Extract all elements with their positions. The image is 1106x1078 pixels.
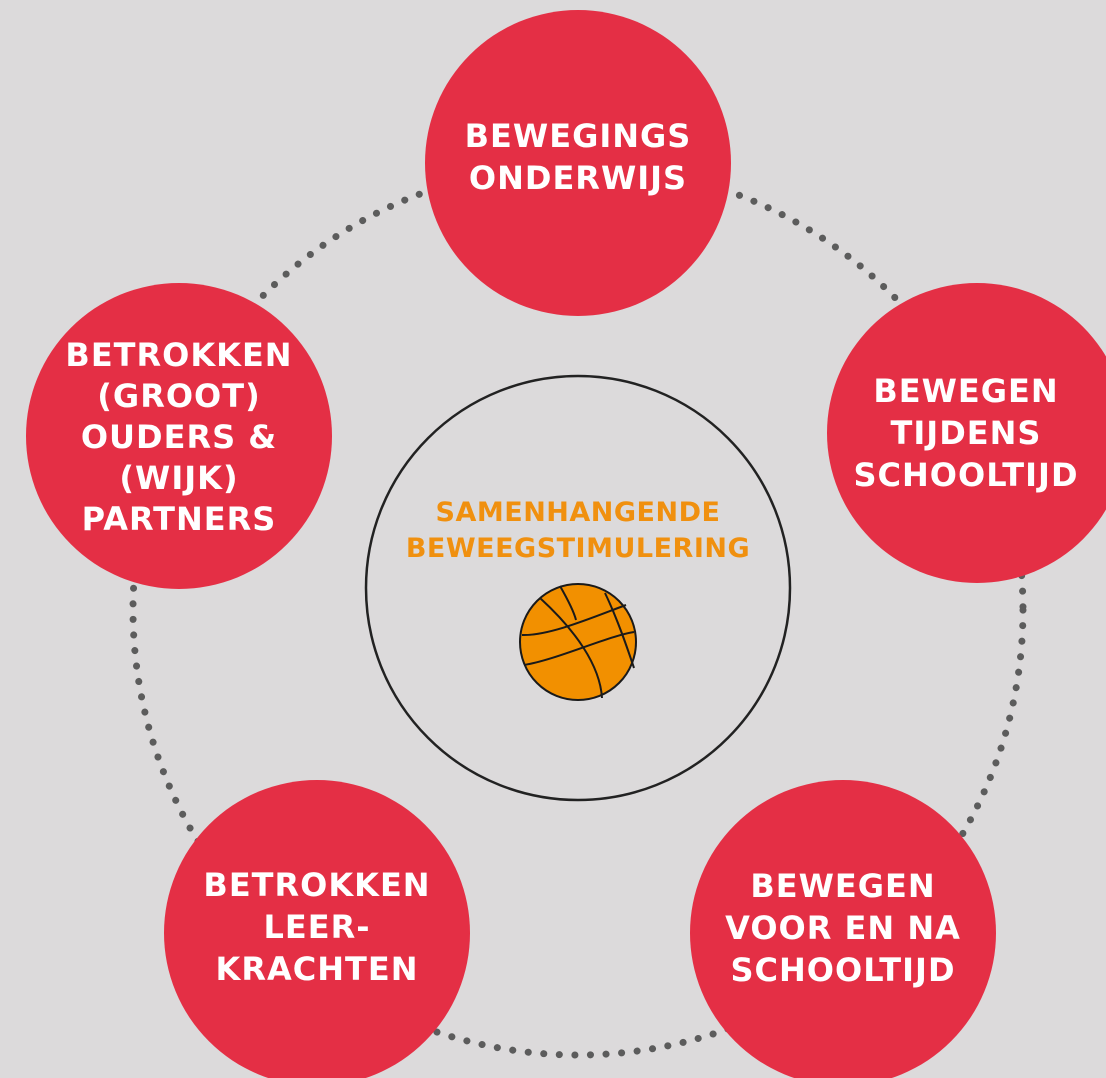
node-label: BEWEGEN TIJDENS SCHOOLTIJD (853, 372, 1079, 494)
center-title: SAMENHANGENDE BEWEEGSTIMULERING (405, 497, 751, 564)
node-bewegingsonderwijs: BEWEGINGS ONDERWIJS (425, 10, 731, 316)
node-betrokken-leerkrachten: BETROKKEN LEER- KRACHTEN (164, 780, 470, 1078)
node-bewegen-tijdens-schooltijd: BEWEGEN TIJDENS SCHOOLTIJD (827, 283, 1106, 583)
node-label: BETROKKEN LEER- KRACHTEN (203, 866, 431, 988)
node-betrokken-ouders-partners: BETROKKEN (GROOT) OUDERS & (WIJK) PARTNE… (26, 283, 332, 589)
node-bewegen-voor-en-na-schooltijd: BEWEGEN VOOR EN NA SCHOOLTIJD (690, 780, 996, 1078)
center-ring (364, 374, 792, 802)
basketball-icon (519, 583, 637, 701)
node-label: BETROKKEN (GROOT) OUDERS & (WIJK) PARTNE… (65, 335, 293, 538)
node-label: BEWEGINGS ONDERWIJS (464, 117, 692, 197)
node-label: BEWEGEN VOOR EN NA SCHOOLTIJD (725, 867, 961, 989)
dotted-cycle-ring (129, 161, 1027, 1059)
